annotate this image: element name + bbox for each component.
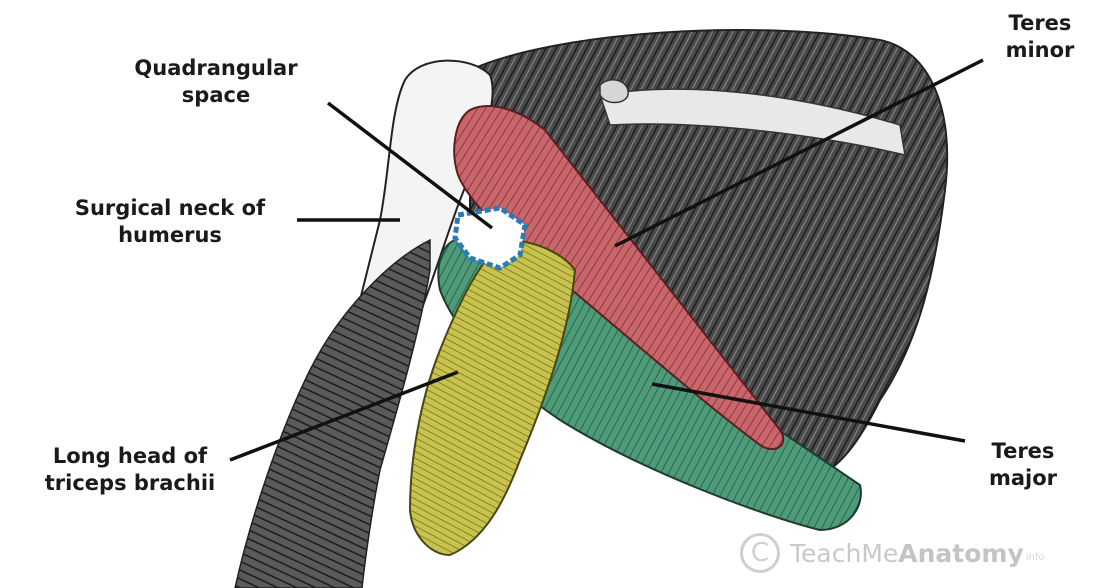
label-teres-minor: Teres minor (985, 10, 1095, 64)
label-line: space (118, 82, 314, 109)
label-line: Quadrangular (118, 55, 314, 82)
label-line: minor (985, 37, 1095, 64)
label-line: major (968, 465, 1078, 492)
watermark-suffix: info (1026, 552, 1045, 563)
label-surgical-neck: Surgical neck of humerus (54, 195, 286, 249)
teachmeanatomy-watermark: C TeachMe Anatomy info (740, 528, 1045, 578)
watermark-text-light: TeachMe (790, 539, 898, 568)
label-line: Teres (985, 10, 1095, 37)
copyright-icon: C (740, 533, 780, 573)
acromion-knob (600, 80, 628, 103)
label-line: Surgical neck of (54, 195, 286, 222)
watermark-text-bold: Anatomy (898, 539, 1024, 568)
label-line: humerus (54, 222, 286, 249)
label-line: Teres (968, 438, 1078, 465)
label-quadrangular-space: Quadrangular space (118, 55, 314, 109)
label-long-head-triceps: Long head of triceps brachii (30, 443, 230, 497)
arm-muscle-fibres (235, 240, 430, 588)
label-line: Long head of (30, 443, 230, 470)
label-line: triceps brachii (30, 470, 230, 497)
label-teres-major: Teres major (968, 438, 1078, 492)
